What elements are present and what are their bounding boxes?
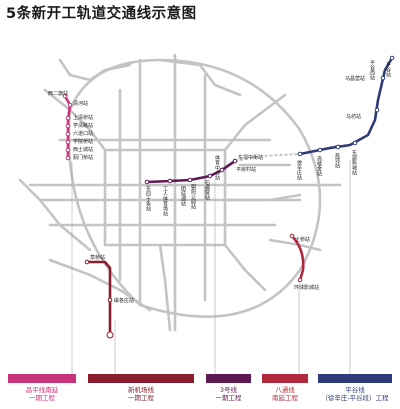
- line-north: [58, 58, 132, 82]
- legend-changping-2: 一期工程: [29, 394, 55, 402]
- station-liudaokou: 六道口站: [73, 130, 93, 137]
- station-chaoyanggongyuan: 朝阳公园站: [190, 184, 196, 210]
- station-xituchengbei: 西土城站: [73, 146, 93, 153]
- batong-stations: [289, 233, 303, 283]
- station-pingguxi: 平谷西站: [369, 60, 375, 81]
- legend-line3: 3号线 一期工程: [206, 386, 251, 402]
- station-huanqiuyingcheng: 环球影城站: [294, 284, 319, 291]
- legend-bar-line3: [206, 374, 251, 383]
- line3: [146, 159, 236, 184]
- legend-bar-pinggu: [318, 374, 392, 383]
- legend-batong-2: 南延工程: [272, 394, 298, 402]
- line-west: [18, 178, 92, 252]
- existing-network: [18, 53, 342, 332]
- airport-stations: [84, 259, 114, 339]
- legend-line3-1: 3号线: [219, 386, 238, 394]
- legend-changping: 昌平线南延 一期工程: [8, 386, 76, 402]
- station-gongti: 工人体育场站: [162, 186, 168, 217]
- station-pinggu: 平谷站: [385, 62, 391, 78]
- pinggu-stations: [297, 55, 395, 157]
- station-xueqinglu: 学清路站: [73, 122, 93, 129]
- legend-leaders: [71, 160, 351, 375]
- station-xueyuanqiao: 学院桥站: [73, 138, 93, 145]
- station-xinzhuang: 徐辛庄站: [296, 159, 302, 181]
- station-pingfangcun: 平房村站: [236, 166, 256, 173]
- station-jimenqiao: 蓟门桥站: [73, 154, 93, 161]
- station-shoudu: 东部新城站: [351, 149, 357, 176]
- legend-airport-1: 新机场线: [128, 386, 154, 394]
- legend-airport-2: 一期工程: [128, 394, 154, 402]
- station-xierqi: 西二旗站: [48, 90, 68, 97]
- legend-batong-1: 八通线: [275, 386, 295, 394]
- line-bottom-right: [268, 238, 322, 252]
- line-ne2: [158, 58, 242, 97]
- station-tuqiao: 土桥站: [295, 236, 310, 243]
- station-dongba: 东坝中街站: [238, 154, 263, 161]
- line-ne: [223, 93, 287, 152]
- legend-bar-airport: [88, 374, 194, 383]
- line-northwest: [43, 88, 107, 152]
- legend-pinggu: 平谷线 （徐辛庄-平谷段）工程: [318, 386, 392, 402]
- legend-pinggu-2: （徐辛庄-平谷段）工程: [321, 394, 389, 402]
- legend-pinggu-1: 平谷线: [345, 386, 365, 394]
- dashed-link-east: [234, 153, 301, 162]
- station-qinghe: 清河站: [73, 100, 88, 107]
- batong-line: [291, 235, 305, 281]
- station-tuanjiehu: 团结湖站: [180, 186, 186, 207]
- map-title: 5条新开工轨道交通线示意图: [6, 6, 197, 22]
- line3-stations: [144, 158, 238, 185]
- station-majuqiao: 马昌营站: [345, 75, 365, 82]
- station-gaolou: 高楼金站: [316, 155, 322, 177]
- pinggu-line: [299, 57, 394, 156]
- station-tiyuguan: 体育中心站: [214, 154, 220, 181]
- changping-stations: [62, 93, 73, 161]
- station-shangqinggiao: 上清桥站: [73, 114, 93, 121]
- legend-changping-1: 昌平线南延: [25, 386, 59, 394]
- line-sw: [48, 258, 152, 312]
- legend-bar-changping: [8, 374, 76, 383]
- station-shifoying: 石佛营站: [204, 180, 210, 201]
- station-mafang: 马坊站: [346, 113, 361, 120]
- station-cigezhuang: 磁各庄站: [114, 297, 134, 304]
- line-south: [158, 243, 172, 332]
- station-caoqiao: 草桥站: [90, 254, 105, 261]
- legend-line3-2: 一期工程: [215, 394, 242, 402]
- station-yanjiao: 燕郊站: [334, 152, 340, 169]
- legend-bar-batong: [262, 374, 308, 383]
- airport-line: [87, 260, 112, 335]
- line-southeast: [223, 243, 267, 292]
- legend-airport: 新机场线 一期工程: [88, 386, 194, 402]
- legend-batong: 八通线 南延工程: [262, 386, 308, 402]
- station-dongsishitiao: 东四十条站: [145, 185, 151, 212]
- line-east: [223, 193, 302, 202]
